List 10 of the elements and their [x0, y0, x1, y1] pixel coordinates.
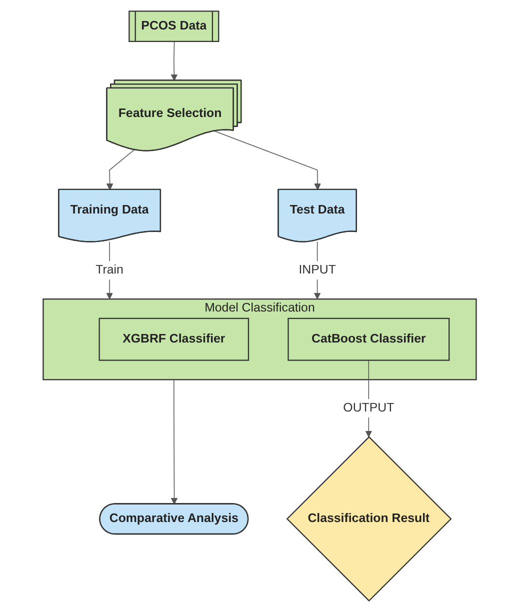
edge-label: Train: [96, 263, 124, 277]
arrow: [106, 149, 135, 190]
arrow: [171, 41, 178, 81]
node-diamond: Classification Result: [286, 436, 452, 602]
node-box: XGBRF Classifier: [99, 318, 250, 361]
edge-label: INPUT: [298, 263, 336, 277]
arrow: [171, 379, 178, 504]
node-box: CatBoost Classifier: [288, 318, 450, 361]
arrow: [214, 130, 322, 190]
edge-label: OUTPUT: [343, 401, 394, 415]
